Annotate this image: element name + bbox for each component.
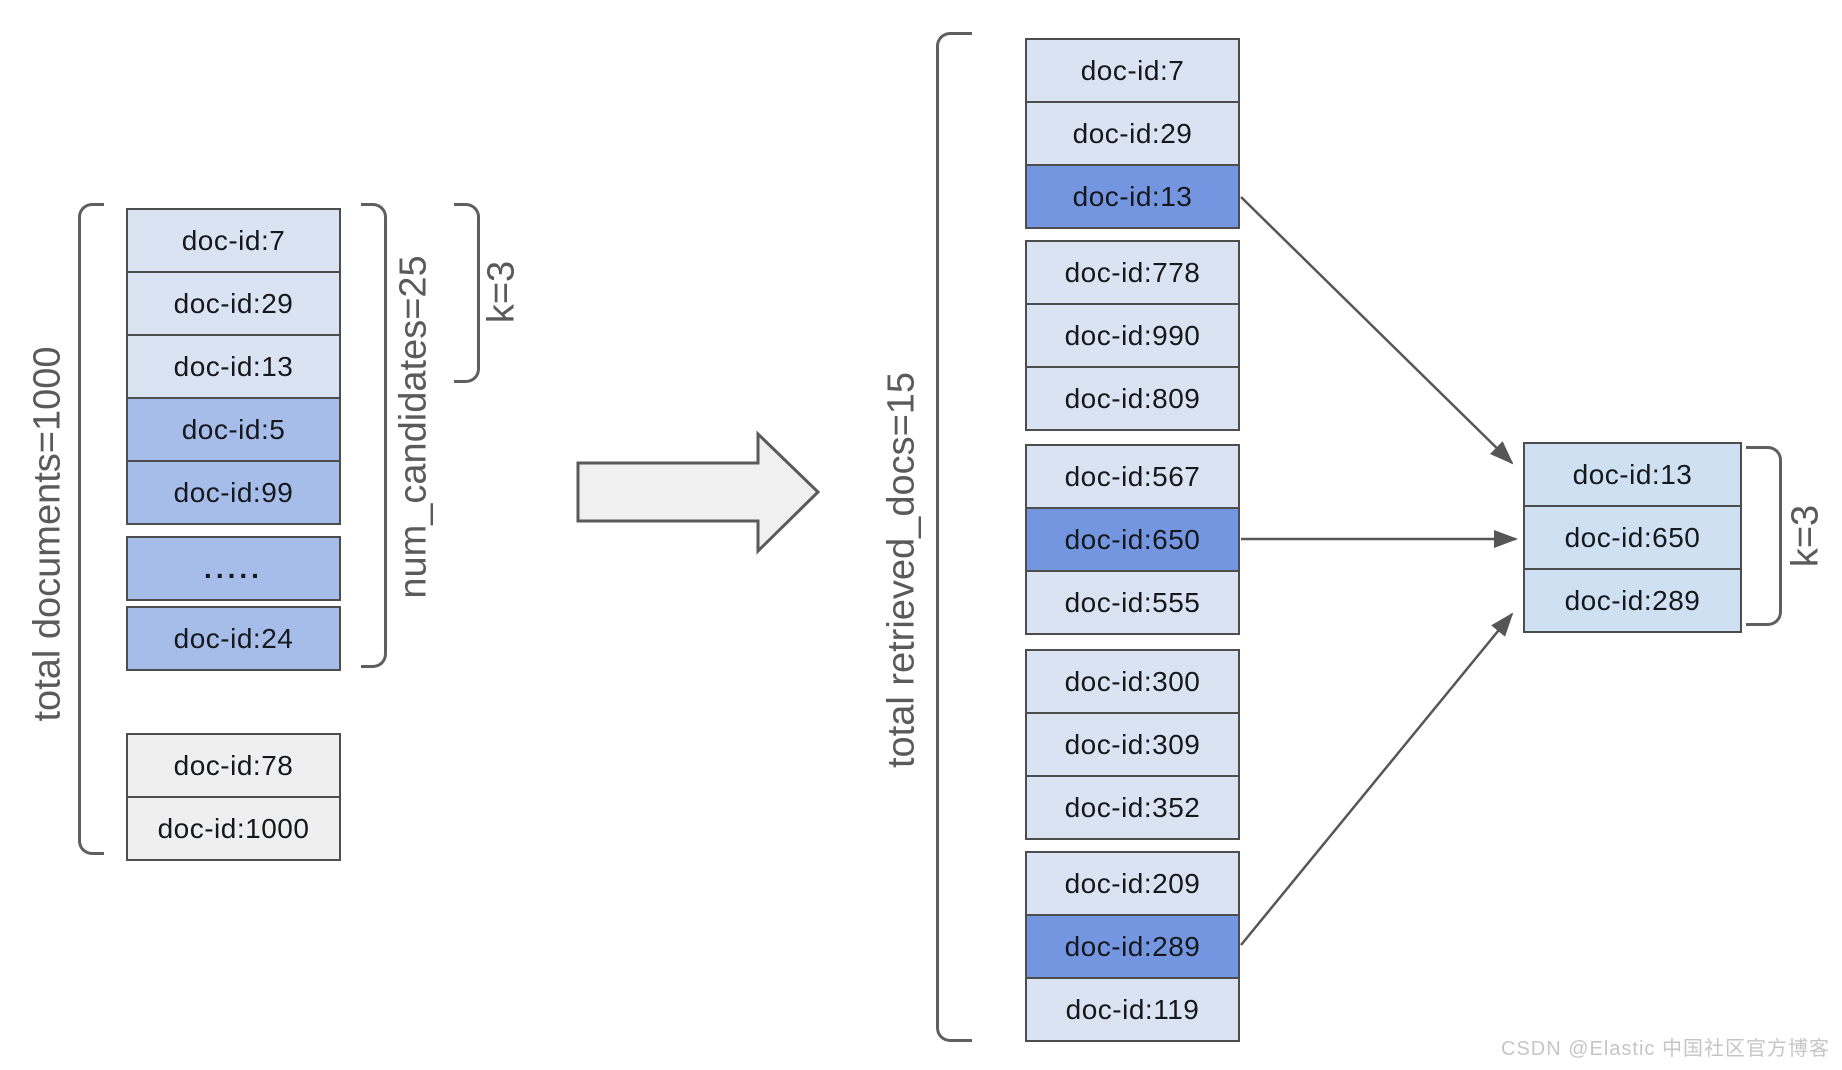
doc-box-doc-id-650: doc-id:650 xyxy=(1025,507,1240,572)
doc-box-: ..... xyxy=(126,536,341,601)
doc-box-doc-id-289: doc-id:289 xyxy=(1523,568,1742,633)
doc-box-doc-id-778: doc-id:778 xyxy=(1025,240,1240,305)
big-transform-arrow xyxy=(576,430,821,555)
doc-box-doc-id-29: doc-id:29 xyxy=(126,271,341,336)
doc-box-doc-id-1000: doc-id:1000 xyxy=(126,796,341,861)
total-retrieved-bracket xyxy=(936,32,972,1042)
arrow-doc289-to-result xyxy=(1240,612,1514,946)
k3-right-bracket xyxy=(1746,446,1782,626)
doc-box-doc-id-7: doc-id:7 xyxy=(1025,38,1240,103)
doc-box-doc-id-13: doc-id:13 xyxy=(1523,442,1742,507)
doc-box-doc-id-555: doc-id:555 xyxy=(1025,570,1240,635)
doc-box-doc-id-5: doc-id:5 xyxy=(126,397,341,462)
doc-box-doc-id-78: doc-id:78 xyxy=(126,733,341,798)
doc-box-doc-id-289: doc-id:289 xyxy=(1025,914,1240,979)
watermark: CSDN @Elastic 中国社区官方博客 xyxy=(1501,1038,1830,1060)
num-candidates-bracket xyxy=(361,203,387,668)
total-retrieved-label: total retrieved_docs=15 xyxy=(880,371,923,769)
k3-left-label: k=3 xyxy=(480,260,523,324)
doc-box-doc-id-990: doc-id:990 xyxy=(1025,303,1240,368)
doc-box-doc-id-29: doc-id:29 xyxy=(1025,101,1240,166)
candidate-stack-dots: ..... xyxy=(126,536,341,601)
arrow-doc13-to-result xyxy=(1240,196,1514,465)
doc-box-doc-id-300: doc-id:300 xyxy=(1025,649,1240,714)
doc-box-doc-id-99: doc-id:99 xyxy=(126,460,341,525)
doc-box-doc-id-119: doc-id:119 xyxy=(1025,977,1240,1042)
doc-box-doc-id-24: doc-id:24 xyxy=(126,606,341,671)
num-candidates-label: num_candidates=25 xyxy=(392,255,435,599)
doc-box-doc-id-209: doc-id:209 xyxy=(1025,851,1240,916)
doc-box-doc-id-13: doc-id:13 xyxy=(1025,164,1240,229)
doc-box-doc-id-567: doc-id:567 xyxy=(1025,444,1240,509)
doc-box-doc-id-309: doc-id:309 xyxy=(1025,712,1240,777)
total-documents-label: total documents=1000 xyxy=(26,346,69,722)
doc-box-doc-id-13: doc-id:13 xyxy=(126,334,341,399)
doc-box-doc-id-809: doc-id:809 xyxy=(1025,366,1240,431)
candidate-stack-last: doc-id:24 xyxy=(126,606,341,671)
k3-left-bracket xyxy=(454,203,480,383)
doc-box-doc-id-650: doc-id:650 xyxy=(1523,505,1742,570)
k3-right-label: k=3 xyxy=(1784,504,1827,568)
doc-box-doc-id-352: doc-id:352 xyxy=(1025,775,1240,840)
total-documents-bracket xyxy=(78,203,104,855)
doc-box-doc-id-7: doc-id:7 xyxy=(126,208,341,273)
